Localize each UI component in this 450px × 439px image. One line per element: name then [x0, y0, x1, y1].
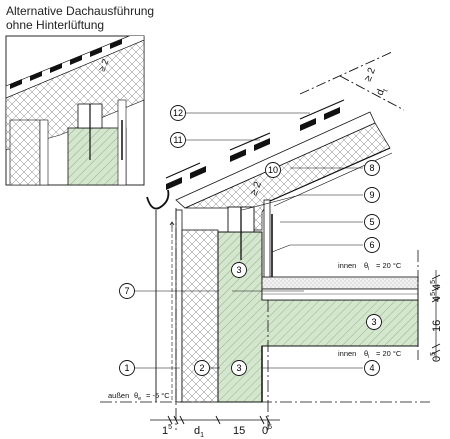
- callout-3-wall-bottom: 3: [231, 360, 247, 376]
- floor-screed: [261, 276, 419, 290]
- label-aussen: außen: [108, 391, 129, 400]
- leader-lines: [134, 112, 363, 369]
- label-temp-out: = -5 °C: [146, 391, 170, 400]
- inset-roof-tiles: [10, 39, 122, 89]
- wall-plaster-outer: [175, 209, 183, 403]
- reference-lines: [100, 208, 430, 430]
- svg-text:10: 10: [268, 165, 278, 175]
- svg-text:11: 11: [173, 135, 182, 145]
- roof-ridge-dashdot: [299, 51, 393, 95]
- inset-wall-insulation: [9, 119, 41, 185]
- inset-roof-dim: ≥ 2: [97, 57, 111, 72]
- roof-tiles: [165, 99, 345, 190]
- svg-text:9: 9: [369, 190, 374, 200]
- wall-insulation: [181, 229, 219, 403]
- callout-6: 6: [364, 237, 380, 253]
- dim-outer-plaster: 15: [162, 424, 172, 437]
- floor-buildup: [261, 199, 419, 402]
- svg-text:6: 6: [369, 240, 374, 250]
- label-temp-bottom: = 20 °C: [376, 349, 402, 358]
- label-temp-top: = 20 °C: [376, 261, 402, 270]
- drawing-title: Alternative Dachausführung ohne Hinterlü…: [6, 4, 154, 32]
- callout-3-slab: 3: [366, 314, 382, 330]
- title-line-2: ohne Hinterlüftung: [6, 18, 105, 32]
- label-theta-out: θe: [134, 391, 141, 402]
- outer-wall: [169, 209, 219, 403]
- callouts: 1 2 3 3 3 3 4 5 6 7 8: [119, 105, 382, 376]
- svg-text:7: 7: [124, 286, 129, 296]
- inner-wall-lining: [263, 199, 271, 278]
- right-dimension-chain: 45 45 16 05: [430, 270, 443, 362]
- callout-7: 7: [119, 283, 135, 299]
- svg-text:3: 3: [371, 317, 376, 327]
- dim-inner-plaster: 05: [262, 424, 272, 437]
- roof-top-dim: ≥ 2: [363, 66, 379, 83]
- inset-detail: ≥ 2: [5, 35, 145, 186]
- callout-10: 10: [265, 162, 281, 178]
- svg-text:3: 3: [236, 265, 241, 275]
- svg-text:3: 3: [236, 363, 241, 373]
- callout-1: 1: [119, 360, 135, 376]
- svg-text:12: 12: [173, 108, 183, 118]
- floor-insulation: [261, 288, 419, 301]
- concrete-structure: [217, 206, 419, 403]
- concrete-wall-and-slab: [217, 231, 419, 403]
- svg-text:2: 2: [199, 363, 204, 373]
- roof-covering-layer: [175, 111, 376, 209]
- gutter: [146, 189, 170, 402]
- roof-section: [165, 51, 405, 231]
- dim-screed: 45: [430, 280, 443, 290]
- svg-text:1: 1: [124, 363, 129, 373]
- roof-insulation: [184, 122, 391, 231]
- roof-thickness-dim: dt: [375, 86, 390, 98]
- dim-slab: 16: [431, 320, 443, 332]
- label-theta-top: θi: [364, 261, 369, 272]
- dim-impact-insulation: 45: [430, 292, 443, 302]
- svg-text:5: 5: [369, 217, 374, 227]
- bottom-dimension-chain: 15 d1 15 05: [150, 415, 280, 439]
- svg-text:8: 8: [369, 163, 374, 173]
- label-theta-bottom: θi: [364, 349, 369, 360]
- callout-4: 4: [364, 360, 380, 376]
- title-line-1: Alternative Dachausführung: [6, 4, 155, 18]
- callout-3-wall-top: 3: [231, 262, 247, 278]
- label-innen-bottom: innen: [338, 349, 356, 358]
- callout-8: 8: [364, 160, 380, 176]
- dim-ceiling-plaster: 05: [430, 352, 443, 362]
- dim-insulation-thickness: d1: [194, 425, 204, 439]
- roof-dimensions: ≥ 2 ≥ 2 dt: [249, 66, 390, 197]
- dim-concrete-thickness: 15: [233, 425, 245, 437]
- roof-main-dim: ≥ 2: [249, 180, 265, 197]
- inset-concrete: [67, 127, 127, 185]
- svg-text:4: 4: [369, 363, 374, 373]
- callout-9: 9: [364, 187, 380, 203]
- temperature-labels: innen θi = 20 °C innen θi = 20 °C außen …: [108, 261, 402, 402]
- callout-2: 2: [194, 360, 210, 376]
- callout-12: 12: [170, 105, 186, 121]
- callout-11: 11: [170, 132, 186, 148]
- callout-5: 5: [364, 214, 380, 230]
- label-innen-top: innen: [338, 261, 356, 270]
